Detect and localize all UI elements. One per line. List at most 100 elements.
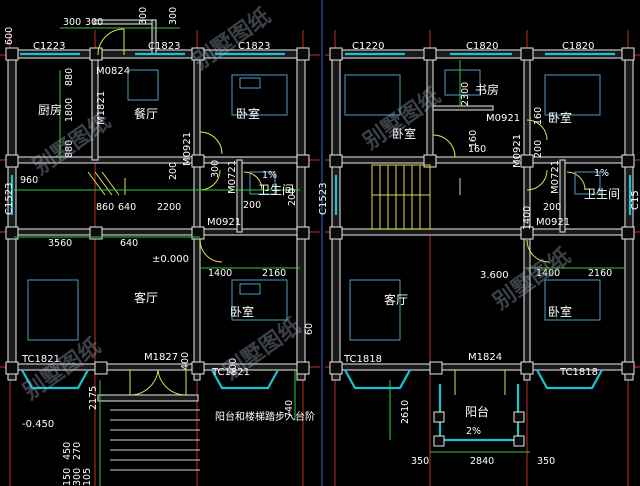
dim-350-a: 350 — [411, 456, 429, 467]
windows — [10, 52, 285, 390]
right-labels: C1220 C1820 C1820 TC1818 TC1818 M0921 M0… — [318, 41, 640, 467]
columns — [5, 47, 310, 375]
slope-balcony: 2% — [466, 426, 481, 437]
door-m0721: M0721 — [227, 160, 238, 194]
side-label-600: 600 — [4, 27, 15, 45]
door-m0921-r2: M0921 — [512, 134, 523, 168]
door-m0721-r: M0721 — [550, 160, 561, 194]
window-c1820-a: C1820 — [466, 41, 498, 52]
room-kitchen: 厨房 — [38, 102, 62, 117]
dim-200-c: 200 — [287, 188, 298, 206]
window-c1223: C1223 — [33, 41, 65, 52]
room-bedroom-r3: 卧室 — [548, 304, 572, 319]
dim-3560: 3560 — [48, 238, 72, 249]
dim-160-a: 160 — [468, 130, 479, 148]
bottom-dim-300: 300 — [72, 468, 83, 486]
walls-right — [331, 49, 634, 381]
columns-right — [329, 47, 635, 447]
room-bedroom-r2: 卧室 — [548, 110, 572, 125]
door-m1821: M1821 — [96, 91, 107, 125]
dimension-lines — [14, 27, 300, 486]
dim-1400-vert: 1400 — [522, 206, 533, 230]
watermark-4: 别墅图纸 — [218, 313, 306, 385]
outer-elevation: -0.450 — [22, 419, 54, 430]
dim-top-3: 300 — [138, 7, 149, 25]
window-c1823-b: C1823 — [238, 41, 270, 52]
door-m0921-a: M0921 — [182, 132, 193, 166]
stair — [87, 171, 200, 471]
side-label-c15-r: C15 — [630, 190, 640, 210]
furniture-right — [344, 69, 601, 341]
stair-note: 阳台和楼梯踏步入台阶 — [215, 410, 315, 423]
floor-elevation-r: 3.600 — [480, 270, 509, 281]
window-c1220: C1220 — [352, 41, 384, 52]
room-bedroom-r1: 卧室 — [392, 126, 416, 141]
dim-880-a: 880 — [64, 68, 75, 86]
bottom-dim-150: 150 — [62, 468, 73, 486]
slope-wc-r: 1% — [594, 168, 609, 179]
dim-200-a: 200 — [168, 162, 179, 180]
dim-2175: 2175 — [88, 386, 99, 410]
side-label-c1523-r: C1523 — [318, 183, 329, 215]
side-label-60: 60 — [304, 323, 315, 335]
dim-top-1: 300 — [63, 17, 81, 28]
room-living: 客厅 — [134, 290, 158, 305]
window-tc1821-a: TC1821 — [21, 354, 60, 365]
doors — [97, 28, 263, 396]
dim-2160-r: 2160 — [588, 268, 612, 279]
dimension-lines-right — [389, 60, 625, 453]
dim-200-r: 200 — [533, 140, 544, 158]
room-living-r: 客厅 — [384, 292, 408, 307]
left-labels: 300 300 300 300 600 C1223 C1823 C1823 M0… — [4, 7, 315, 486]
dim-top-4: 300 — [168, 7, 179, 25]
dim-1400-r: 1400 — [536, 268, 560, 279]
dim-640-b: 640 — [120, 238, 138, 249]
dim-2200: 2200 — [157, 202, 181, 213]
dim-160-b: 160 — [533, 107, 544, 125]
window-c1823-a: C1823 — [148, 41, 180, 52]
dim-860: 860 — [96, 202, 114, 213]
left-floor-plan: 300 300 300 300 600 C1223 C1823 C1823 M0… — [0, 7, 320, 486]
room-wc-r: 卫生间 — [584, 187, 620, 201]
dim-1800: 1800 — [64, 98, 75, 122]
dim-2300: 2300 — [460, 82, 471, 106]
side-label-c1523: C1523 — [4, 183, 15, 215]
room-bedroom-a: 卧室 — [236, 106, 260, 121]
stair-right — [371, 164, 461, 230]
room-balcony: 阳台 — [465, 404, 489, 419]
door-m0921-b: M0921 — [207, 217, 241, 228]
room-study: 书房 — [475, 82, 499, 97]
bottom-dim-105: 105 — [82, 468, 93, 486]
dim-200-b: 200 — [243, 200, 261, 211]
right-floor-plan: C1220 C1820 C1820 TC1818 TC1818 M0921 M0… — [318, 30, 640, 486]
door-m0921-r3: M0921 — [536, 217, 570, 228]
door-m1824: M1824 — [468, 352, 502, 363]
door-m1827: M1827 — [144, 352, 178, 363]
windows-right — [334, 52, 632, 442]
dim-2610: 2610 — [400, 400, 411, 424]
bottom-dim-270: 270 — [72, 442, 83, 460]
dim-300: 300 — [210, 160, 221, 178]
window-tc1818-b: TC1818 — [559, 367, 598, 378]
dim-350-b: 350 — [537, 456, 555, 467]
window-tc1821-b: TC1821 — [211, 367, 250, 378]
dim-2840: 2840 — [470, 456, 494, 467]
dim-2160: 2160 — [262, 268, 286, 279]
room-dining: 餐厅 — [134, 106, 158, 121]
dim-1400: 1400 — [208, 268, 232, 279]
door-m0824: M0824 — [96, 66, 130, 77]
doors-right — [432, 119, 586, 395]
dim-880-b: 880 — [64, 140, 75, 158]
window-c1820-b: C1820 — [562, 41, 594, 52]
floor-elevation: ±0.000 — [152, 254, 189, 265]
watermark-2: 别墅图纸 — [188, 3, 276, 75]
room-wc: 卫生间 — [258, 183, 294, 197]
bottom-dim-400-b: 400 — [228, 358, 239, 376]
bottom-dim-400-a: 400 — [180, 352, 191, 370]
slope-wc: 1% — [262, 170, 277, 181]
bottom-dim-740: 740 — [284, 400, 295, 418]
door-m0921-r1: M0921 — [486, 113, 520, 124]
dim-640-a: 640 — [118, 202, 136, 213]
bottom-dim-450: 450 — [62, 442, 73, 460]
